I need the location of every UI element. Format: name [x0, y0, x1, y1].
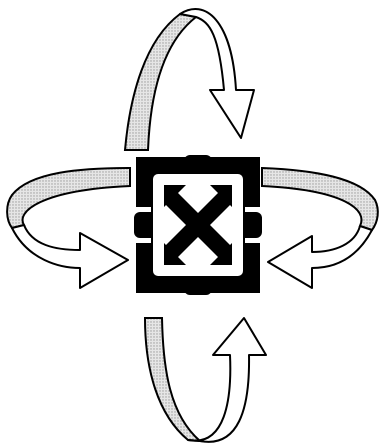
top-curved-arrow: [125, 9, 254, 150]
right-curved-arrow: [262, 168, 378, 288]
central-recycle-emblem-icon: [134, 155, 262, 295]
left-curved-arrow: [7, 168, 130, 288]
bottom-curved-arrow: [145, 318, 266, 442]
